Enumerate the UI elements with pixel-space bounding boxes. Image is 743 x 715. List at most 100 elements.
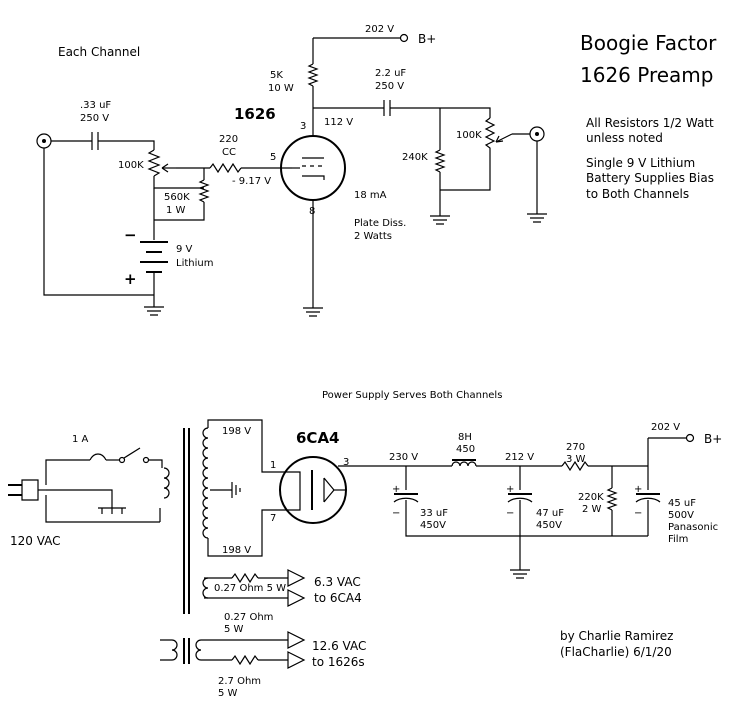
battery-note-2: Battery Supplies Bias xyxy=(586,171,714,185)
cap2-value: 47 uF xyxy=(536,508,564,519)
cap3-voltage: 500V xyxy=(668,510,694,521)
output-pot-label: 100K xyxy=(456,130,482,141)
rectifier-tube-icon xyxy=(279,456,347,524)
resistor-note-2: unless noted xyxy=(586,131,663,145)
heater2-output-1: 12.6 VAC xyxy=(312,639,366,653)
power-plug-icon xyxy=(8,479,46,501)
input-jack-icon xyxy=(36,133,52,149)
output-jack-icon xyxy=(529,126,545,142)
fuse-icon xyxy=(89,453,107,461)
ground-icon xyxy=(527,213,547,223)
hv-bottom-voltage: 198 V xyxy=(222,545,251,556)
heater2-output-2: to 1626s xyxy=(312,655,365,669)
power-switch-icon xyxy=(118,447,150,464)
battery-note-1: Single 9 V Lithium xyxy=(586,156,695,170)
heater-6v-terminal-icon xyxy=(287,569,306,587)
grid-res-type: CC xyxy=(222,147,236,158)
drop-res-watt: 3 W xyxy=(566,454,586,465)
cap1-voltage: 450V xyxy=(420,520,446,531)
input-cap-voltage: 250 V xyxy=(80,113,109,124)
grid-pin-number: 5 xyxy=(270,152,276,163)
cap3-plus: + xyxy=(634,484,642,495)
input-capacitor-icon xyxy=(91,132,99,150)
cap2-minus: − xyxy=(506,508,514,519)
heater2-resistor-icon xyxy=(231,654,259,666)
battery-note-3: to Both Channels xyxy=(586,187,689,201)
rectifier-pin-3: 3 xyxy=(343,457,349,468)
resistor-note-1: All Resistors 1/2 Watt xyxy=(586,116,714,130)
plate-load-resistor-icon xyxy=(307,63,319,87)
rectifier-pin-1: 1 xyxy=(270,460,276,471)
ground-icon xyxy=(231,482,241,498)
heater-resistor-icon xyxy=(231,572,259,584)
grid-voltage: - 9.17 V xyxy=(232,176,271,187)
cap2-voltage: 450V xyxy=(536,520,562,531)
volume-pot-label: 100K xyxy=(118,160,144,171)
heater2-res-1: 2.7 Ohm xyxy=(218,676,261,687)
battery-type: Lithium xyxy=(176,258,213,269)
plate-dissipation-2: 2 Watts xyxy=(354,231,392,242)
grid-res-value: 220 xyxy=(219,134,238,145)
credit-line-2: (FlaCharlie) 6/1/20 xyxy=(560,645,672,659)
volume-pot-icon xyxy=(147,149,176,177)
output-pot-icon xyxy=(484,117,513,158)
chassis-ground-icon xyxy=(98,507,126,514)
cap1-minus: − xyxy=(392,508,400,519)
title-line-1: Boogie Factor xyxy=(580,31,717,55)
load-res-watt: 10 W xyxy=(268,83,294,94)
cap1-plus: + xyxy=(392,484,400,495)
mains-voltage: 120 VAC xyxy=(10,534,61,548)
hv-top-voltage: 198 V xyxy=(222,426,251,437)
battery-value: 9 V xyxy=(176,244,193,255)
power-section-label: Power Supply Serves Both Channels xyxy=(322,390,502,401)
heater-12v-terminal-icon xyxy=(287,651,306,669)
bias-resistor-icon xyxy=(198,179,210,203)
coupling-cap-voltage: 250 V xyxy=(375,81,404,92)
shunt-res-label: 240K xyxy=(402,152,428,163)
ground-icon xyxy=(510,569,530,579)
ground-icon xyxy=(144,306,164,316)
choke-resistance: 450 xyxy=(456,444,475,455)
cap1-value: 33 uF xyxy=(420,508,448,519)
preamp-bplus-label: B+ xyxy=(418,32,436,46)
power-transformer-icon xyxy=(163,427,209,614)
preamp-section-label: Each Channel xyxy=(58,45,140,59)
heater1-output-1: 6.3 VAC xyxy=(314,575,361,589)
cap2-plus: + xyxy=(506,484,514,495)
filter-cap-3-icon xyxy=(635,493,661,503)
heater-6v-terminal-icon xyxy=(287,589,306,607)
input-cap-value: .33 uF xyxy=(80,100,111,111)
filter-cap-1-icon xyxy=(393,493,419,503)
v-212: 212 V xyxy=(505,452,534,463)
grid-resistor-icon xyxy=(209,162,242,174)
title-line-2: 1626 Preamp xyxy=(580,63,714,87)
tube-name: 1626 xyxy=(234,105,276,123)
load-res-value: 5K xyxy=(270,70,283,81)
cap3-minus: − xyxy=(634,508,642,519)
heater-transformer-icon xyxy=(171,638,202,664)
coupling-capacitor-icon xyxy=(383,100,391,116)
psu-bplus-label: B+ xyxy=(704,432,722,446)
v-230: 230 V xyxy=(389,452,418,463)
battery-minus-sign: − xyxy=(124,226,137,244)
heater-12v-terminal-icon xyxy=(287,631,306,649)
battery-plus-sign: + xyxy=(124,270,137,288)
heater1-output-2: to 6CA4 xyxy=(314,591,362,605)
psu-bplus-voltage: 202 V xyxy=(651,422,680,433)
heater1-res-b-2: 5 W xyxy=(224,624,244,635)
shunt-resistor-icon xyxy=(434,149,446,173)
bleeder-value: 220K xyxy=(578,492,604,503)
heater1-res-a: 0.27 Ohm 5 W xyxy=(214,583,286,594)
choke-value: 8H xyxy=(458,432,472,443)
cap3-brand: Panasonic xyxy=(668,522,718,533)
plate-voltage: 112 V xyxy=(324,117,353,128)
fuse-rating: 1 A xyxy=(72,434,89,445)
ground-icon xyxy=(303,307,323,317)
coupling-cap-value: 2.2 uF xyxy=(375,68,406,79)
heater1-res-b-1: 0.27 Ohm xyxy=(224,612,273,623)
choke-inductor-icon xyxy=(451,459,477,467)
cathode-pin-number: 8 xyxy=(309,206,315,217)
drop-res-value: 270 xyxy=(566,442,585,453)
plate-dissipation-1: Plate Diss. xyxy=(354,218,406,229)
bleeder-resistor-icon xyxy=(606,487,618,511)
